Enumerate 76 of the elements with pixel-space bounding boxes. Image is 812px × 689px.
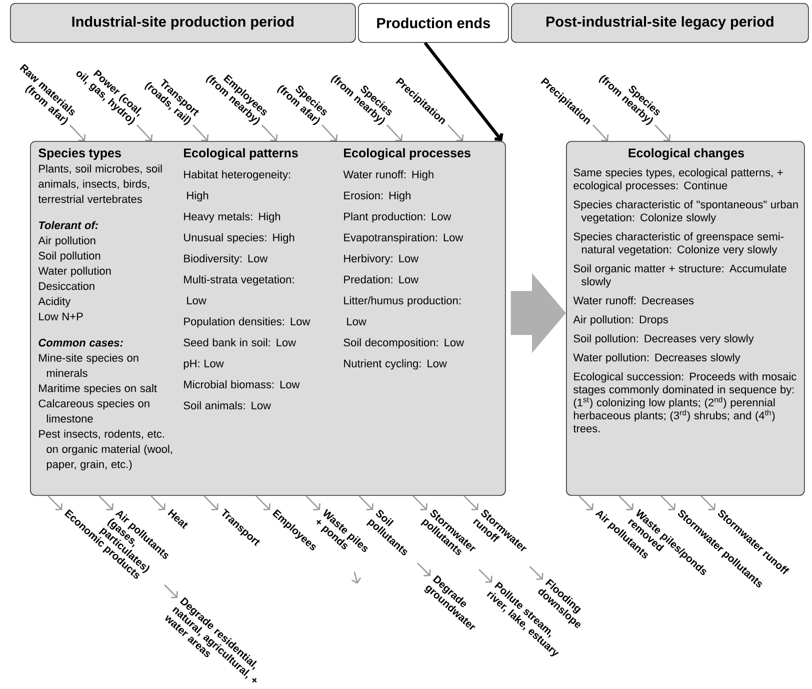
- list-item: Heavy metals: High: [184, 212, 280, 223]
- list-item: Nutrient cycling: Low: [344, 359, 447, 370]
- arrow: [136, 124, 153, 142]
- arrow: [416, 562, 431, 576]
- arrow: [48, 495, 62, 510]
- arrow: [700, 495, 716, 510]
- arrow: [352, 572, 362, 584]
- list-item: Multi-strata vegetation: Low: [184, 275, 294, 304]
- header-box: Industrial-site production period: [10, 3, 356, 43]
- header-box: Post-industrial-site legacy period: [511, 3, 809, 43]
- arrow: [192, 124, 209, 142]
- list-item: Acidity: [38, 297, 71, 308]
- list-item: Water pollution: [38, 266, 111, 277]
- list-item: Water pollution: Decreases slowly: [573, 353, 740, 364]
- list-item: Water runoff: High: [343, 170, 434, 181]
- arrow: [358, 495, 374, 510]
- arrow: [464, 495, 478, 510]
- arrow: [150, 495, 166, 510]
- subheading: Common cases:: [38, 338, 123, 347]
- list-item: Air pollution: [38, 236, 96, 247]
- column-heading: Species types: [38, 148, 121, 160]
- arrow: [204, 495, 218, 510]
- list-item: Mine-site species on minerals: [39, 354, 138, 377]
- list-item: Ecological succession: Proceeds with mosaic stages commonly dominated in sequence by: (1$^{st}$) colonizing low plants; (2$^{nd}$) perennial herbaceous plants; (3$^{rd}$) shrubs; and (4$^{th}$) trees.: [573, 372, 796, 432]
- list-item: Soil decomposition: Low: [344, 338, 464, 349]
- list-item: Habitat heterogeneity: High: [184, 170, 290, 202]
- arrow: [618, 495, 634, 510]
- arrow: [448, 124, 464, 142]
- list-item: Litter/humus production: Low: [344, 296, 460, 326]
- list-item: Air pollution: Drops: [573, 315, 668, 326]
- header-box: Production ends: [358, 3, 509, 43]
- arrow: [306, 495, 320, 510]
- arrow: [412, 495, 428, 510]
- list-item: Biodiversity: Low: [184, 254, 268, 265]
- arrow: [578, 495, 594, 510]
- list-item: Same species types, ecological patterns, + ecological processes: Continue: [574, 168, 783, 192]
- arrow: [262, 124, 278, 142]
- list-item: Soil pollution: [38, 252, 100, 262]
- column-heading: Ecological changes: [628, 148, 744, 160]
- list-item: Plants, soil microbes, soil animals, insects, birds, terrestrial vertebrates: [38, 164, 162, 203]
- arrow: [256, 495, 270, 510]
- arrow: [164, 584, 178, 598]
- list-item: Population densities: Low: [184, 317, 310, 328]
- list-item: pH: Low: [184, 360, 224, 370]
- list-item: Soil pollution: Decreases very slowly: [574, 334, 754, 345]
- column-heading: Ecological processes: [344, 148, 470, 160]
- list-item: Soil organic matter + structure: Accumulate slowly: [574, 264, 786, 288]
- arrow: [592, 124, 609, 142]
- arrow: [386, 124, 403, 142]
- list-item: Evapotranspiration: Low: [344, 233, 464, 244]
- list-item: Calcareous species on limestone: [38, 399, 150, 423]
- arrow: [70, 124, 86, 142]
- list-item: Unusual species: High: [184, 233, 294, 244]
- list-item: Maritime species on salt: [39, 384, 157, 394]
- list-item: Soil animals: Low: [184, 401, 272, 410]
- list-item: Microbial biomass: Low: [184, 380, 300, 388]
- list-item: Water runoff: Decreases: [573, 296, 694, 304]
- arrow: [424, 42, 504, 141]
- list-item: Erosion: High: [344, 191, 410, 202]
- list-item: Pest insects, rodents, etc. on organic material (wool, paper, grain, etc.): [39, 430, 172, 470]
- arrow: [322, 124, 338, 142]
- list-item: Desiccation: [39, 282, 94, 290]
- arrow: [654, 124, 671, 142]
- arrow: [529, 566, 544, 580]
- list-item: Plant production: Low: [344, 212, 452, 223]
- column-heading: Ecological patterns: [184, 148, 298, 160]
- arrow: [478, 568, 492, 583]
- subheading: Tolerant of:: [38, 221, 98, 230]
- list-item: Predation: Low: [344, 275, 419, 284]
- arrow: [660, 495, 676, 510]
- list-item: Species characteristic of "spontaneous" urban vegetation: Colonize slowly: [574, 200, 798, 224]
- arrow: [98, 495, 114, 510]
- list-item: Herbivory: Low: [344, 254, 418, 265]
- list-item: Low N+P: [39, 312, 83, 320]
- list-item: Species characteristic of greenspace semi-natural vegetation: Colonize very slowly: [574, 232, 784, 256]
- list-item: Seed bank in soil: Low: [184, 338, 296, 346]
